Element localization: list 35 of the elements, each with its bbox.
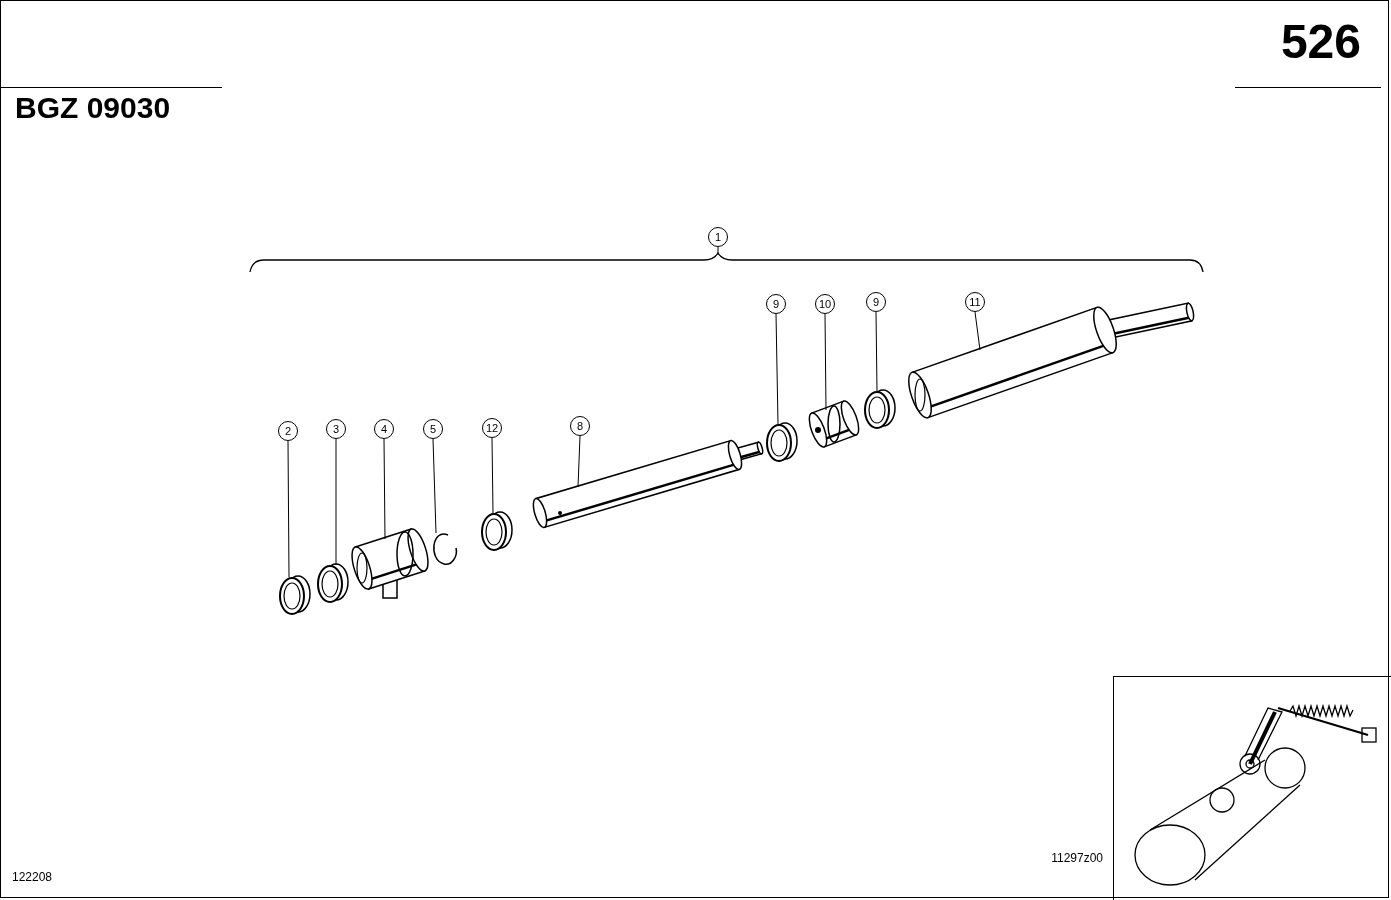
leader-line — [577, 435, 581, 488]
group-code: BGZ 09030 — [15, 93, 171, 123]
callout-number: 5 — [423, 419, 443, 439]
page-number: 526 — [1280, 18, 1361, 66]
callout-number: 11 — [965, 292, 985, 312]
callout-number: 8 — [570, 416, 590, 436]
callout-number: 2 — [278, 421, 298, 441]
ring-drawing — [279, 575, 311, 615]
callout-number: 1 — [708, 227, 728, 247]
leader-line — [383, 438, 386, 540]
leader-line — [775, 313, 779, 425]
ring-drawing — [481, 511, 513, 551]
ring-drawing — [864, 389, 896, 429]
leader-line — [491, 437, 494, 514]
leader-line — [432, 438, 437, 534]
brace — [249, 252, 1204, 273]
callout-number: 9 — [866, 292, 886, 312]
leader-line — [717, 246, 719, 254]
leader-line — [875, 311, 878, 392]
callout-number: 4 — [374, 419, 394, 439]
leader-line — [974, 311, 981, 351]
leader-line — [287, 440, 290, 578]
housing-drawing — [351, 528, 429, 599]
ring-drawing — [766, 422, 798, 462]
leader-line — [335, 438, 337, 566]
piston-rod-drawing — [532, 439, 764, 529]
ring-drawing — [317, 563, 349, 603]
drawing-number: 11297z00 — [1051, 852, 1103, 864]
callout-number: 12 — [482, 418, 502, 438]
leader-line — [824, 313, 827, 411]
date-code: 122208 — [12, 871, 53, 883]
callout-number: 9 — [766, 294, 786, 314]
callout-number: 3 — [326, 419, 346, 439]
callout-number: 10 — [815, 294, 835, 314]
snap-ring-drawing — [433, 533, 458, 565]
